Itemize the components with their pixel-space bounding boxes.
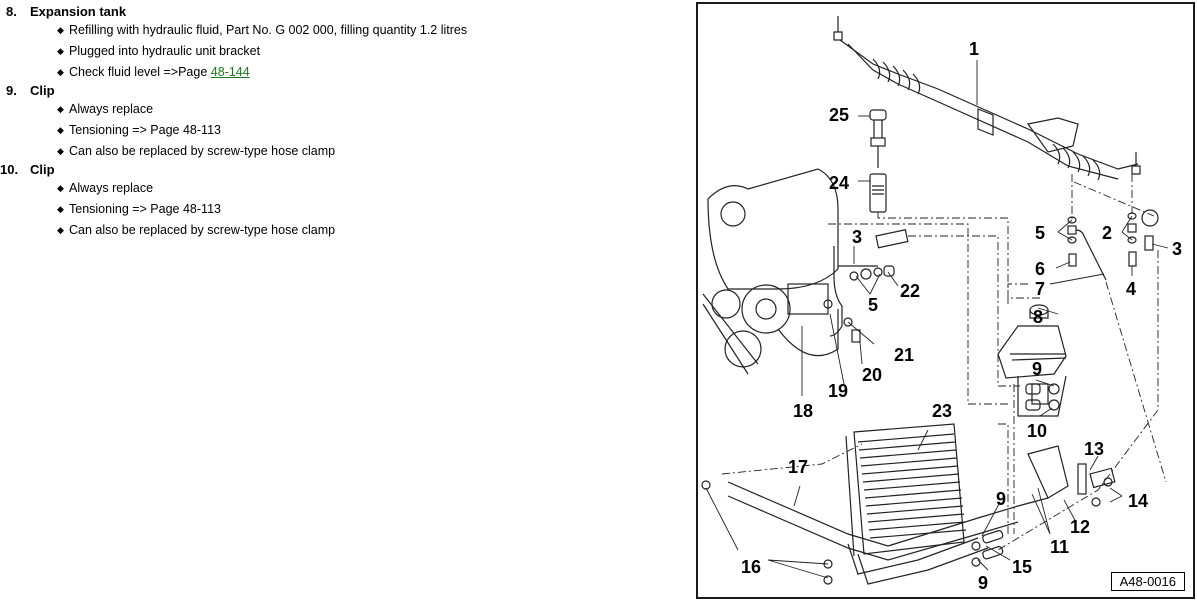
bracket [1027, 445, 1116, 507]
diamond-bullet-icon: ◆ [57, 225, 64, 235]
page-link[interactable]: 48-144 [210, 65, 250, 79]
callout-9: 9 [996, 489, 1007, 509]
engine-block [702, 168, 839, 375]
callout-1: 1 [969, 39, 980, 59]
diamond-bullet-icon: ◆ [57, 204, 64, 214]
callout-17: 17 [788, 457, 809, 477]
bolt-and-filter [869, 109, 887, 213]
list-item: ◆Check fluid level =>Page 48-144 [57, 65, 250, 79]
callout-15: 15 [1012, 557, 1033, 577]
callout-6: 6 [1035, 259, 1046, 279]
diamond-bullet-icon: ◆ [57, 125, 64, 135]
list-item: ◆Always replace [57, 181, 154, 195]
list-item: ◆Can also be replaced by screw-type hose… [57, 223, 336, 237]
item-title: Expansion tank [30, 4, 127, 19]
callout-3: 3 [852, 227, 863, 247]
callout-16: 16 [741, 557, 762, 577]
callout-3: 3 [1172, 239, 1183, 259]
callout-9: 9 [1032, 359, 1043, 379]
callout-8: 8 [1033, 307, 1044, 327]
exploded-diagram: 1 25 24 3 5 22 5 6 7 2 3 4 8 21 20 19 18… [696, 2, 1195, 599]
list-item: ◆Always replace [57, 102, 154, 116]
pressure-hose [823, 229, 909, 343]
figure-id-label: A48-0016 [1110, 572, 1185, 591]
list-item: ◆Can also be replaced by screw-type hose… [57, 144, 336, 158]
callout-23: 23 [932, 401, 953, 421]
callout-25: 25 [829, 105, 850, 125]
callout-12: 12 [1070, 517, 1091, 537]
diamond-bullet-icon: ◆ [57, 67, 64, 77]
callout-7: 7 [1035, 279, 1046, 299]
leader-lines [705, 60, 1169, 579]
return-line [701, 480, 1049, 585]
item-number: 10. [0, 162, 19, 177]
callout-18: 18 [793, 401, 814, 421]
callout-5: 5 [868, 295, 879, 315]
list-item: ◆Tensioning => Page 48-113 [57, 123, 221, 137]
tank-hoses [1025, 383, 1060, 411]
callout-5: 5 [1035, 223, 1046, 243]
fittings-right [1067, 209, 1159, 281]
callout-11: 11 [1050, 537, 1070, 557]
callout-9: 9 [978, 573, 989, 593]
diamond-bullet-icon: ◆ [57, 183, 64, 193]
item-number: 8. [6, 4, 17, 19]
diamond-bullet-icon: ◆ [57, 104, 64, 114]
callout-24: 24 [829, 173, 850, 193]
callout-20: 20 [862, 365, 883, 385]
item-title: Clip [30, 162, 55, 177]
callout-4: 4 [1126, 279, 1137, 299]
list-item: ◆Plugged into hydraulic unit bracket [57, 44, 261, 58]
callout-21: 21 [894, 345, 915, 365]
diagram-drawing [701, 16, 1169, 585]
item-number: 9. [6, 83, 17, 98]
list-item: ◆Tensioning => Page 48-113 [57, 202, 221, 216]
callout-14: 14 [1128, 491, 1149, 511]
oil-cooler [845, 423, 967, 557]
steering-rack [833, 16, 1141, 181]
callout-10: 10 [1027, 421, 1048, 441]
diamond-bullet-icon: ◆ [57, 146, 64, 156]
callout-2: 2 [1102, 223, 1113, 243]
callout-13: 13 [1084, 439, 1105, 459]
diamond-bullet-icon: ◆ [57, 46, 64, 56]
diamond-bullet-icon: ◆ [57, 25, 64, 35]
item-title: Clip [30, 83, 55, 98]
routing-lines [721, 174, 1167, 551]
callout-19: 19 [828, 381, 849, 401]
list-item: ◆Refilling with hydraulic fluid, Part No… [57, 23, 468, 37]
callout-22: 22 [900, 281, 921, 301]
